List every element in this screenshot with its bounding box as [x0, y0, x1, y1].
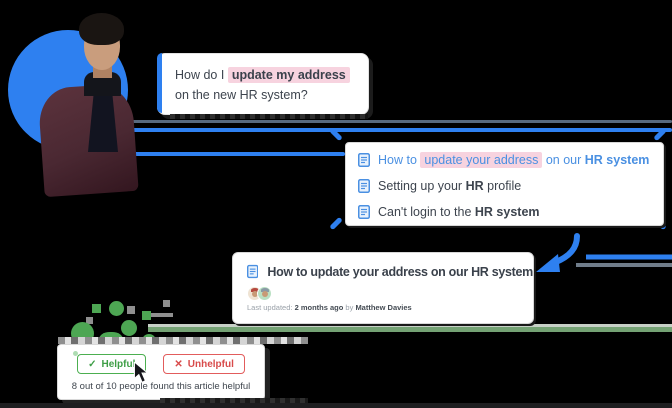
- result-prefix: How to: [378, 153, 417, 167]
- result-prefix: Setting up your: [378, 179, 463, 193]
- person-jacket: [37, 82, 139, 198]
- cursor-icon: [133, 362, 150, 384]
- pixel-decoration: [109, 301, 124, 316]
- helpful-button[interactable]: ✓ Helpful: [77, 354, 147, 374]
- question-speech-bubble: How do I update my address on the new HR…: [157, 53, 369, 115]
- helpful-label: Helpful: [101, 358, 136, 370]
- bubble-shadow-dither: [170, 114, 368, 119]
- search-result-item[interactable]: Setting up your HR profile: [346, 173, 663, 199]
- corner-bracket-icon: [329, 216, 343, 231]
- feedback-card-dither-edge: [58, 337, 308, 344]
- feedback-shadow-dither: [160, 398, 308, 403]
- connector-line-blue-to-search: [92, 152, 345, 156]
- result-text: How to update your address on our HR sys…: [378, 152, 650, 168]
- bubble-accent-bar: [157, 53, 162, 113]
- result-bold: HR: [465, 179, 484, 193]
- article-title: How to update your address on our HR sys…: [267, 264, 533, 279]
- feedback-widget: ✓ Helpful ✕ Unhelpful 8 out of 10 people…: [57, 344, 265, 400]
- feedback-stats: 8 out of 10 people found this article he…: [71, 381, 251, 392]
- result-mid: on our: [545, 153, 582, 167]
- question-highlight: update my address: [227, 67, 350, 83]
- person-avatar: [0, 0, 150, 198]
- pixel-decoration: [92, 304, 101, 313]
- unhelpful-label: Unhelpful: [187, 358, 234, 370]
- document-icon: [358, 153, 370, 167]
- result-prefix: Can't login to the: [378, 205, 472, 219]
- result-suffix: profile: [487, 179, 522, 193]
- article-meta: Last updated: 2 months ago by Matthew Da…: [247, 303, 412, 312]
- search-results-panel: How to update your address on our HR sys…: [345, 142, 664, 226]
- unhelpful-button[interactable]: ✕ Unhelpful: [163, 354, 245, 374]
- article-card[interactable]: How to update your address on our HR sys…: [232, 252, 534, 324]
- bottom-strip-decoration: [0, 403, 672, 408]
- document-icon: [358, 179, 370, 193]
- result-bold: HR system: [584, 153, 650, 167]
- question-prefix: How do I: [175, 68, 225, 82]
- pixel-decoration: [86, 317, 93, 324]
- result-text: Can't login to the HR system: [378, 205, 540, 219]
- person-shirt: [88, 90, 118, 152]
- check-icon: ✓: [88, 358, 97, 370]
- pixel-decoration: [121, 320, 137, 336]
- meta-by: by: [345, 303, 354, 312]
- pixel-decoration: [127, 306, 135, 314]
- meta-time: 2 months ago: [294, 303, 344, 312]
- search-result-item[interactable]: How to update your address on our HR sys…: [346, 147, 663, 173]
- meta-author: Matthew Davies: [355, 303, 412, 312]
- question-line2: on the new HR system?: [175, 88, 308, 102]
- meta-label: Last updated:: [247, 303, 293, 312]
- curved-arrow-icon: [536, 233, 672, 272]
- green-dot-decoration: [73, 351, 78, 356]
- question-text: How do I update my address on the new HR…: [175, 65, 350, 105]
- result-text: Setting up your HR profile: [378, 179, 521, 193]
- connector-line-gray-top: [112, 120, 672, 123]
- cross-icon: ✕: [174, 358, 183, 370]
- pixel-decoration: [163, 300, 170, 307]
- document-icon: [247, 264, 259, 279]
- pixel-decoration: [151, 313, 173, 317]
- pixel-decoration: [142, 311, 151, 320]
- connector-line-blue-top: [98, 128, 672, 132]
- contributor-avatar: [257, 286, 272, 301]
- result-highlight: update your address: [420, 152, 543, 168]
- person-hair: [79, 13, 124, 45]
- document-icon: [358, 205, 370, 219]
- search-result-item[interactable]: Can't login to the HR system: [346, 199, 663, 225]
- green-shelf-band: [148, 324, 672, 332]
- result-bold: HR system: [474, 205, 540, 219]
